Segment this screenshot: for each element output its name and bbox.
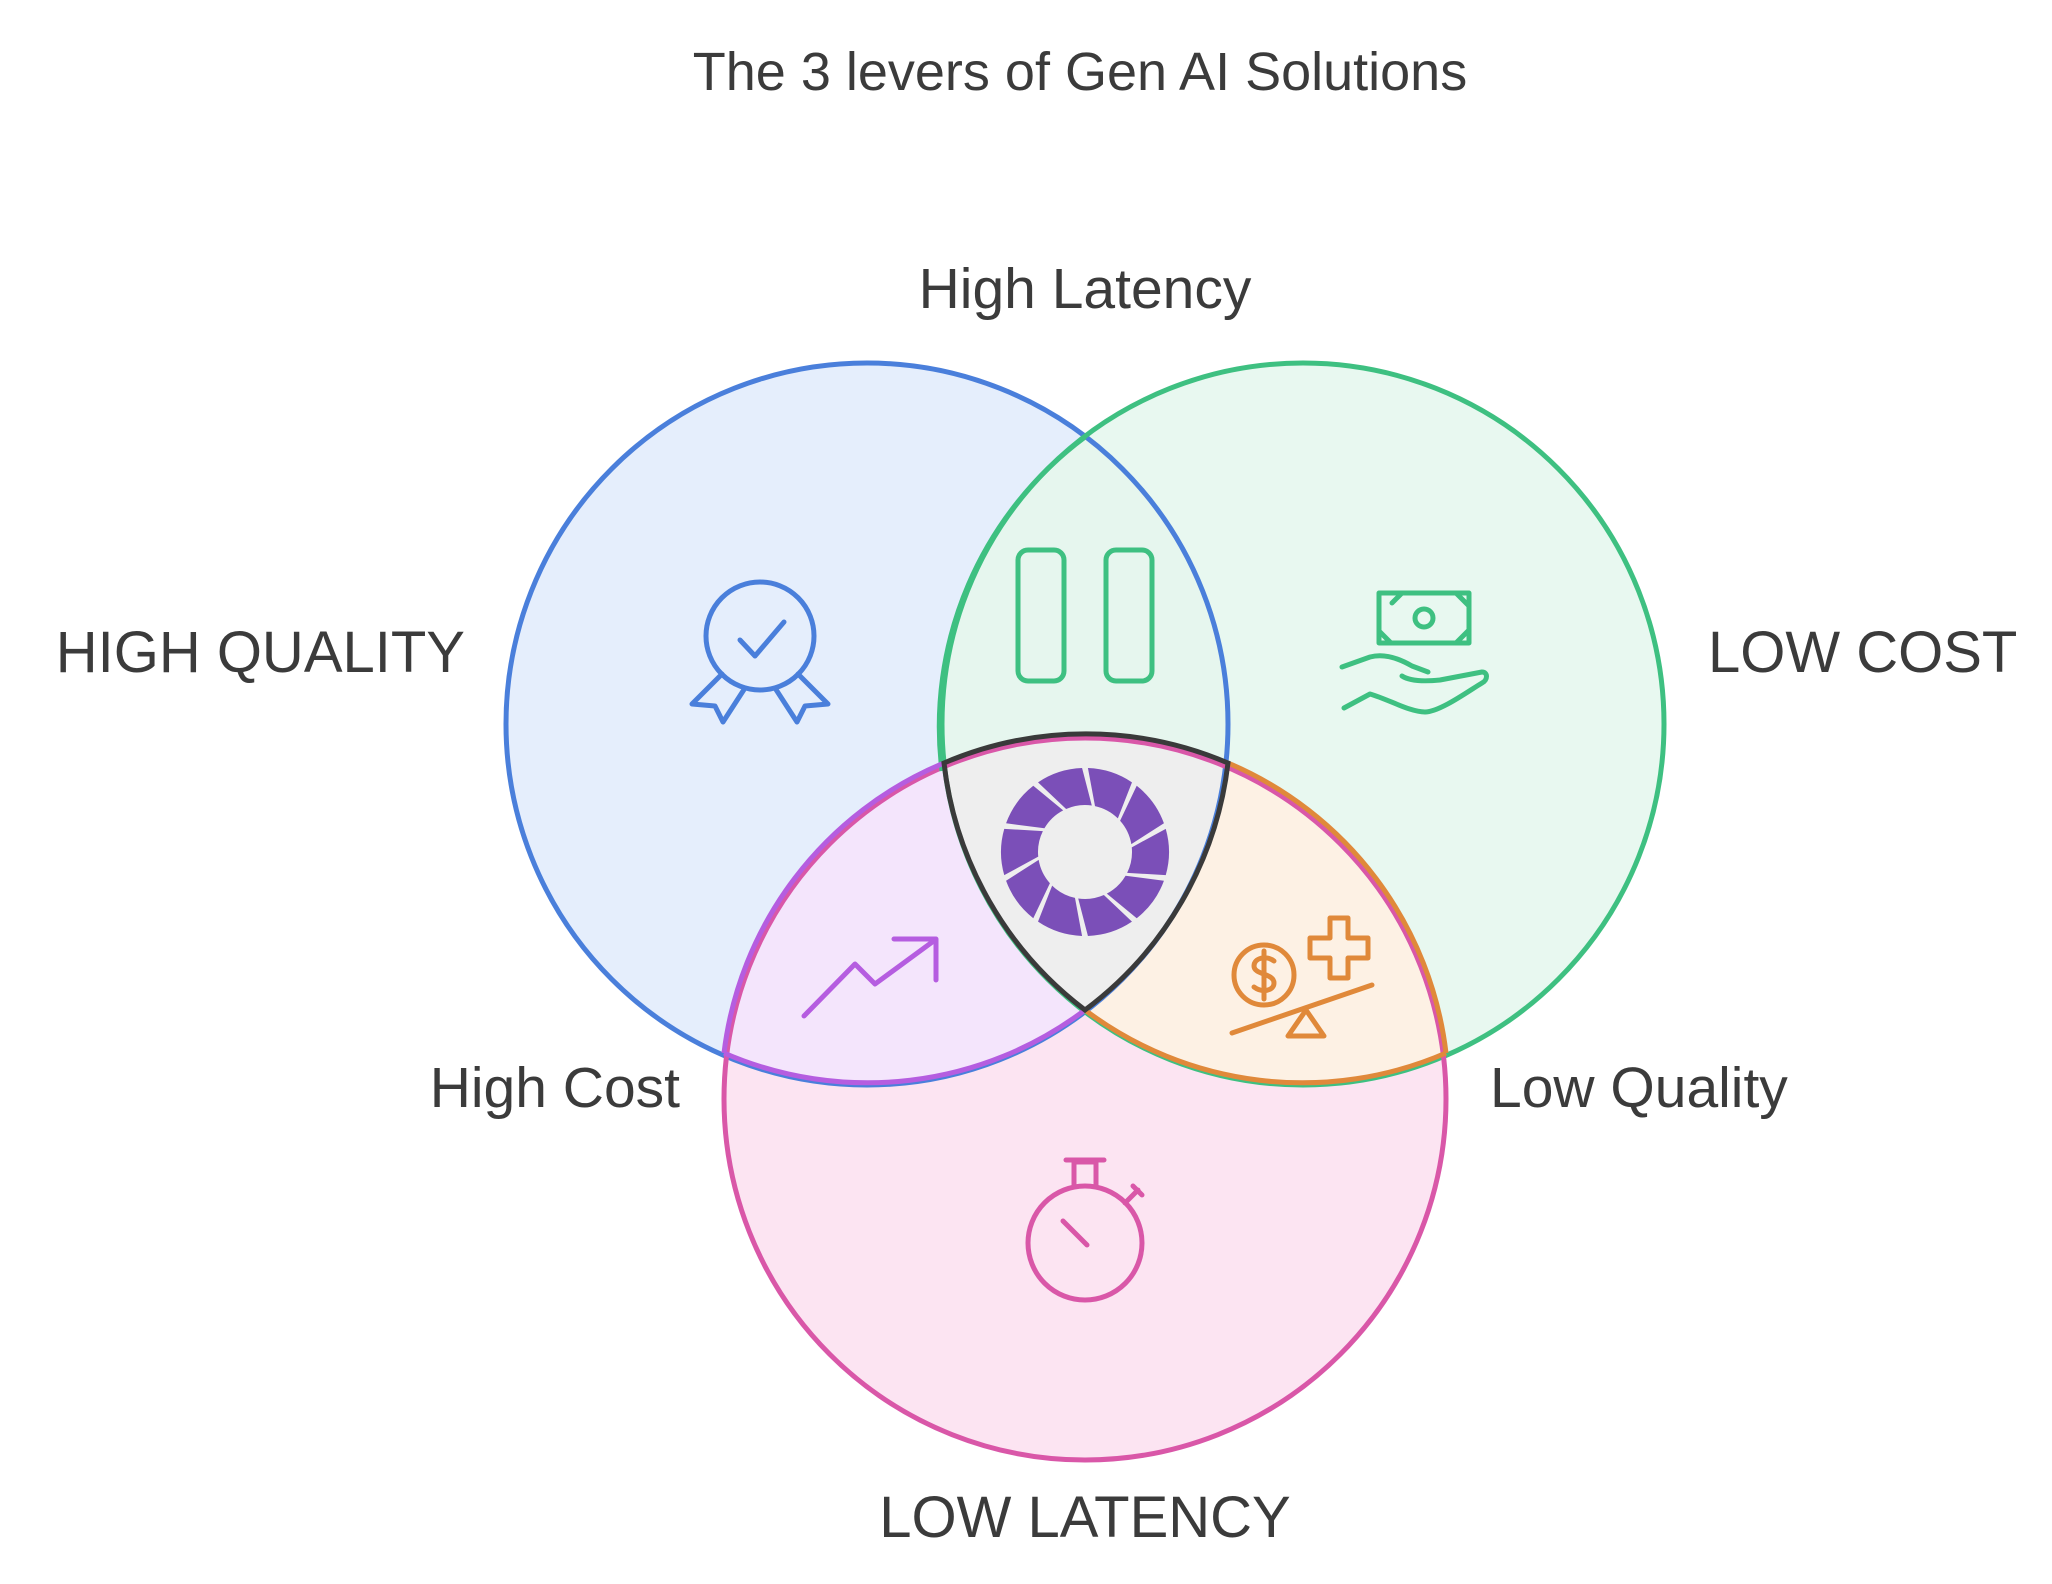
trending-up-icon [801,936,939,1019]
balance-scale-icon [1229,915,1375,1039]
label-low-cost: LOW COST [1708,620,2017,685]
latency-circle-outline [721,735,1449,1463]
diagram-title: The 3 levers of Gen AI Solutions [693,42,1467,102]
label-high-cost: High Cost [430,1056,680,1120]
quality-latency-boundary [721,760,1087,1086]
aperture-blade [1038,885,1083,936]
aperture-blade [1087,768,1132,819]
pause-icon [1015,547,1155,684]
quality-latency-overlap [724,738,1228,1085]
money-hand-icon [1339,590,1489,715]
center-boundary [941,731,1231,1014]
quality-cost-boundary [936,434,1087,772]
award-ribbon-icon [689,579,831,725]
aperture-blade [1038,768,1092,809]
cost-latency-overlap [942,738,1446,1085]
aperture-blade [1006,859,1050,919]
label-high-quality: HIGH QUALITY [56,620,465,685]
aperture-blade [1006,785,1064,829]
aperture-blade [1106,875,1164,919]
aperture-blade [1001,828,1043,876]
label-high-latency: High Latency [919,257,1252,321]
stopwatch-icon [1025,1157,1145,1303]
aperture-blade [1127,828,1169,876]
label-low-latency: LOW LATENCY [879,1485,1290,1550]
cost-latency-boundary [1083,760,1449,1086]
aperture-blade [1078,895,1132,936]
aperture-blade [1120,785,1164,845]
aperture-icon [1001,768,1169,936]
label-low-quality: Low Quality [1490,1056,1788,1120]
